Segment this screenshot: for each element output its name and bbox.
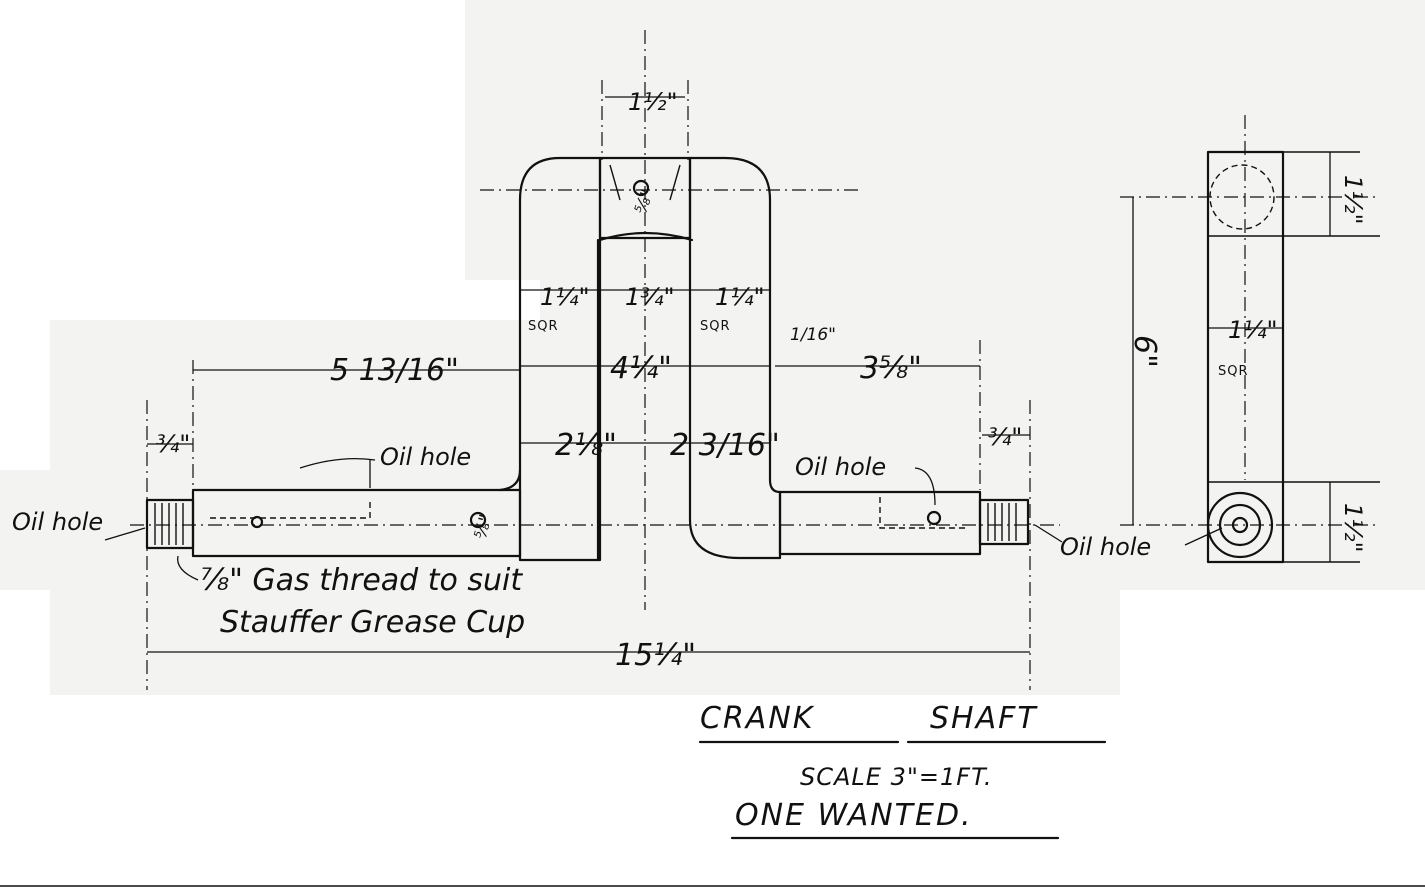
paper-patches — [0, 0, 1425, 695]
front-notes: Oil hole Oil hole Oil hole Oil hole ⅞" G… — [12, 443, 1223, 640]
pin-hole-mark — [469, 511, 487, 529]
side-dimensions: 6" 1½" 1¼" SQR 1½" — [1127, 152, 1367, 562]
left-web — [518, 156, 602, 562]
dim-small-gap-text: 1/16" — [790, 325, 836, 345]
title-main2: SHAFT — [930, 701, 1038, 736]
dim-side-bottom-text: 1½" — [1339, 503, 1367, 553]
title-main: CRANK — [700, 701, 815, 736]
note-oil-hole-right-top: Oil hole — [795, 453, 886, 481]
right-thread-hatch — [987, 503, 1017, 541]
dim-side-width-text: 1¼" — [1228, 316, 1278, 344]
paper-patch-lower — [540, 275, 1120, 695]
side-shaft-hole — [1231, 516, 1249, 534]
dim-half-right-text: 2 3/16" — [670, 428, 780, 463]
dim-right-thread-text: ¾" — [988, 423, 1022, 451]
side-view — [1120, 115, 1380, 564]
side-web — [1206, 150, 1285, 564]
dim-web-top-text: 1½" — [628, 88, 678, 116]
right-oil-hole-mark — [926, 510, 942, 526]
right-thread-end — [978, 498, 1030, 546]
dim-half-left-text: 2⅛" — [555, 428, 617, 463]
dim-side-height-text: 6" — [1127, 335, 1162, 368]
dim-web-right-sqr: SQR — [700, 319, 731, 334]
title-quantity: ONE WANTED. — [735, 798, 973, 833]
dim-web-left-text: 1¼" — [540, 283, 590, 311]
title-scale: SCALE 3"=1FT. — [800, 763, 993, 791]
note-oil-hole-right-end: Oil hole — [1060, 533, 1151, 561]
note-oil-hole-left-end: Oil hole — [12, 508, 103, 536]
front-view — [130, 30, 1060, 690]
crank-pin-hatch — [609, 164, 681, 201]
side-shaft-outer — [1206, 491, 1274, 559]
side-shaft-inner — [1218, 503, 1262, 547]
note-gas-thread-1: ⅞" Gas thread to suit — [200, 563, 523, 598]
paper-patch-top — [465, 0, 1105, 280]
dim-gap-text: 1¾" — [625, 283, 675, 311]
left-thread-hatch — [154, 503, 184, 545]
dim-web-left-sqr: SQR — [528, 319, 559, 334]
side-pin-hidden — [1209, 164, 1275, 230]
dim-right-journal-text: 3⅝" — [860, 351, 922, 386]
dim-center-span-text: 4¼" — [610, 351, 672, 386]
right-web — [688, 156, 782, 560]
paper-patch-right — [1105, 0, 1425, 590]
note-oil-hole-left-top: Oil hole — [380, 443, 471, 471]
crank-pin-lower — [598, 231, 694, 242]
note-gas-thread-2: Stauffer Grease Cup — [220, 605, 525, 640]
dim-left-journal-text: 5 13/16" — [330, 353, 459, 388]
right-oil-passage — [879, 497, 965, 529]
dim-left-thread-text: ¾" — [156, 430, 190, 458]
left-oil-passage — [210, 500, 371, 519]
title-block: CRANK SHAFT SCALE 3"=1FT. ONE WANTED. — [698, 701, 1107, 840]
left-oil-hole-mark — [250, 515, 264, 529]
front-dimensions: 1½" ⅝" 1¼" SQR 1¾" 1¼" SQR 1/16" 5 13/16… — [147, 80, 1030, 673]
crank-pin-hole — [632, 179, 650, 197]
dim-web-right-text: 1¼" — [715, 283, 765, 311]
dim-side-top-text: 1½" — [1339, 175, 1367, 225]
dim-overall-text: 15¼" — [615, 638, 696, 673]
dim-side-sqr: SQR — [1218, 364, 1249, 379]
